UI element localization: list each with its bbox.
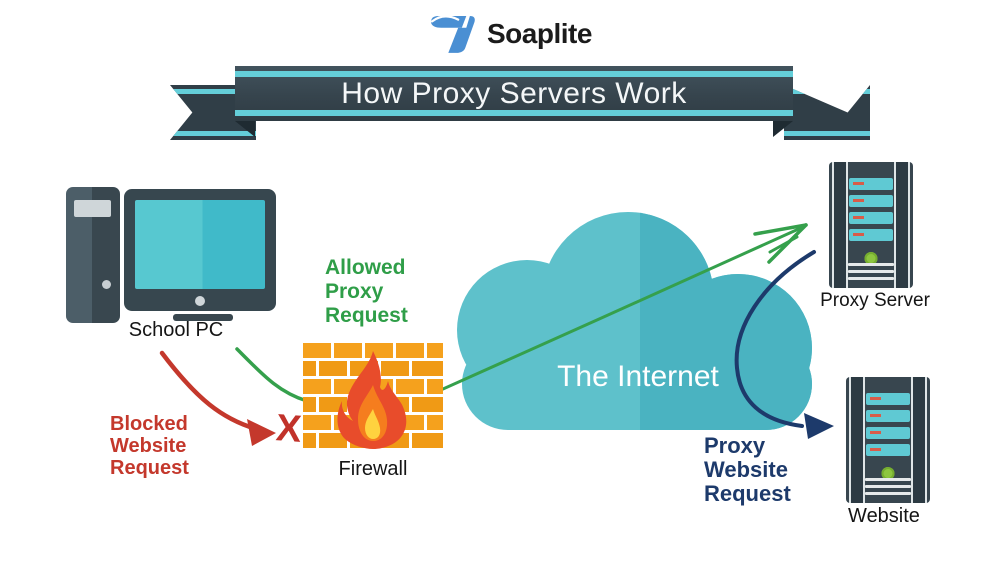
blocked-x-mark: X	[274, 407, 303, 451]
proxy-server-icon	[829, 162, 913, 288]
blocked-line-3: Request	[110, 457, 189, 479]
server-rail	[894, 162, 910, 288]
server-rail	[849, 377, 865, 503]
server-rail	[911, 377, 927, 503]
allowed-arrow-segment2	[441, 223, 808, 391]
server-vents	[848, 259, 894, 280]
ribbon-right-tail	[784, 85, 870, 140]
brand-logo: Soaplite	[424, 12, 592, 56]
tower-power-button	[102, 280, 111, 289]
server-drive-bays	[866, 393, 910, 461]
allowed-request-annotation: Allowed Proxy Request	[325, 256, 408, 328]
proxy-website-arrow	[734, 250, 834, 439]
allowed-arrow-segment1	[235, 347, 309, 403]
firewall-icon	[303, 343, 443, 449]
proxyreq-line-2: Website	[704, 457, 788, 482]
server-drive-bays	[849, 178, 893, 246]
allowed-line-3: Request	[325, 304, 408, 327]
blocked-request-annotation: Blocked Website Request	[110, 413, 189, 479]
server-vents	[865, 474, 911, 495]
internet-label: The Internet	[557, 360, 719, 393]
monitor-stand	[173, 314, 233, 321]
soaplite-s-icon	[431, 15, 475, 53]
internet-cloud	[457, 212, 812, 430]
school-pc-monitor	[124, 189, 276, 311]
brick-wall	[303, 343, 443, 448]
proxy-website-request-annotation: Proxy Website Request	[704, 434, 791, 506]
blocked-line-1: Blocked	[110, 413, 188, 435]
allowed-line-1: Allowed	[325, 256, 406, 279]
diagram-title: How Proxy Servers Work	[341, 77, 687, 110]
proxyreq-line-3: Request	[704, 481, 791, 506]
server-power-led	[864, 252, 878, 265]
blocked-line-2: Website	[110, 435, 187, 457]
proxyreq-line-1: Proxy	[704, 433, 766, 458]
server-rail	[832, 162, 848, 288]
monitor-screen	[135, 200, 265, 289]
website-label: Website	[848, 505, 920, 527]
school-pc-label: School PC	[128, 319, 224, 341]
proxy-server-label: Proxy Server	[820, 290, 930, 311]
blocked-arrow	[159, 350, 276, 446]
title-ribbon: How Proxy Servers Work	[170, 66, 870, 144]
website-server-icon	[846, 377, 930, 503]
server-power-led	[881, 467, 895, 480]
allowed-line-2: Proxy	[325, 280, 384, 303]
ribbon-band: How Proxy Servers Work	[235, 66, 793, 121]
monitor-button	[195, 296, 205, 306]
tower-drive-slot	[74, 200, 111, 217]
brand-name: Soaplite	[487, 18, 592, 49]
school-pc-tower	[66, 187, 120, 323]
firewall-label: Firewall	[338, 458, 408, 480]
flame-icon	[337, 351, 407, 449]
